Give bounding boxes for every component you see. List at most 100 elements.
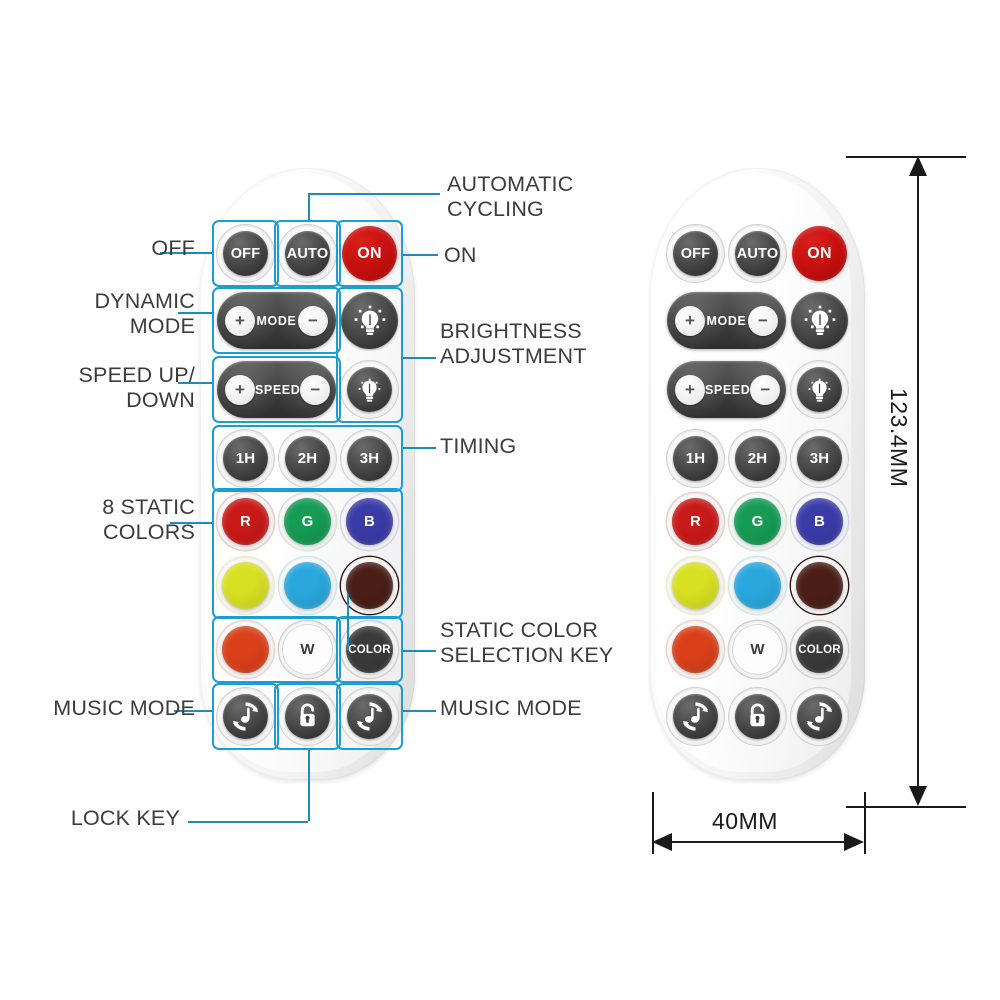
label-8-static-colors: 8 STATIC COLORS	[102, 495, 195, 544]
auto-button-cap: AUTO	[285, 231, 330, 276]
dim-height-arrow-bottom	[909, 786, 927, 806]
speed-pill-minus[interactable]: −	[300, 374, 331, 405]
music-mode-right-button	[791, 688, 848, 745]
timer-1h-button[interactable]: 1H	[217, 430, 274, 487]
color-yellow-green-button[interactable]	[217, 557, 274, 614]
auto-button[interactable]: AUTO	[279, 225, 336, 282]
dim-width-text: 40MM	[712, 808, 778, 834]
brightness-down-button-cap	[797, 367, 842, 412]
color-orange-red-button[interactable]	[217, 621, 274, 678]
color-blue-button-cap: B	[346, 498, 393, 545]
color-blue-button[interactable]: B	[341, 493, 398, 550]
music-mode-right-button-cap	[797, 694, 842, 739]
auto-button: AUTO	[729, 225, 786, 282]
color-white-button[interactable]: W	[279, 621, 336, 678]
color-selection-button[interactable]: COLOR	[341, 621, 398, 678]
label-automatic-cycling: AUTOMATIC CYCLING	[447, 172, 574, 221]
dim-width-arrow-left	[652, 833, 672, 851]
dim-height-text: 123.4MM	[886, 388, 912, 488]
bulb-bright-icon	[804, 305, 835, 335]
speed-pill[interactable]: +SPEED−	[217, 361, 336, 418]
dim-width-line	[662, 841, 854, 843]
color-dark-brown-button[interactable]	[341, 557, 398, 614]
mode-pill-minus: −	[748, 305, 778, 336]
leader-auto-v	[307, 193, 310, 220]
color-green-button-cap: G	[284, 498, 331, 545]
music-mode-right-button[interactable]	[341, 688, 398, 745]
color-dark-brown-button-cap	[796, 562, 843, 609]
timer-3h-button[interactable]: 3H	[341, 430, 398, 487]
speed-pill-plus[interactable]: +	[225, 374, 255, 405]
timer-1h-button: 1H	[667, 430, 724, 487]
lock-icon	[300, 703, 315, 727]
leader-dynamic-mode	[178, 312, 212, 315]
brightness-down-button[interactable]	[341, 361, 398, 418]
color-orange-red-button	[667, 621, 724, 678]
music-cycle-icon	[682, 702, 709, 731]
label-off: OFF	[151, 236, 195, 260]
leader-speed	[178, 382, 212, 385]
color-dark-brown-button	[791, 557, 848, 614]
color-red-button-cap: R	[672, 498, 719, 545]
leader-on	[403, 254, 438, 257]
mode-pill-label: MODE	[706, 313, 747, 328]
music-mode-left-button-cap	[223, 694, 268, 739]
dim-ext-line-left	[652, 792, 654, 854]
off-button[interactable]: OFF	[217, 225, 274, 282]
color-cyan-button-cap	[284, 562, 331, 609]
timer-1h-button-cap: 1H	[223, 436, 268, 481]
color-cyan-button[interactable]	[279, 557, 336, 614]
bulb-bright-icon	[354, 305, 385, 335]
on-button[interactable]: ON	[342, 226, 397, 281]
color-red-button: R	[667, 493, 724, 550]
mode-pill-label: MODE	[256, 313, 297, 328]
off-button-cap: OFF	[673, 231, 718, 276]
music-cycle-icon	[356, 702, 383, 731]
color-green-button: G	[729, 493, 786, 550]
dim-height-line	[917, 166, 919, 798]
color-cyan-button-cap	[734, 562, 781, 609]
color-red-button[interactable]: R	[217, 493, 274, 550]
timer-2h-button-cap: 2H	[735, 436, 780, 481]
music-mode-right-button-cap	[347, 694, 392, 739]
leader-color-selection-h	[403, 649, 436, 652]
dim-ext-line-bottom	[846, 806, 966, 808]
leader-static-colors	[170, 522, 212, 525]
lock-key-button	[729, 688, 786, 745]
mode-pill-plus: +	[675, 305, 705, 336]
leader-color-selection-v	[347, 594, 350, 650]
color-cyan-button	[729, 557, 786, 614]
color-selection-button-cap: COLOR	[346, 626, 393, 673]
timer-2h-button[interactable]: 2H	[279, 430, 336, 487]
speed-pill-label: SPEED	[255, 382, 301, 397]
label-lock-key: LOCK KEY	[70, 806, 180, 830]
leader-off	[160, 252, 212, 255]
dim-width-arrow-right	[844, 833, 864, 851]
mode-pill[interactable]: +MODE−	[217, 292, 336, 349]
label-music-mode-left: MUSIC MODE	[53, 696, 195, 720]
lock-key-button[interactable]	[279, 688, 336, 745]
label-music-mode-right: MUSIC MODE	[440, 696, 582, 720]
dim-ext-line-right	[864, 792, 866, 854]
color-dark-brown-button-cap	[346, 562, 393, 609]
color-blue-button-cap: B	[796, 498, 843, 545]
off-button: OFF	[667, 225, 724, 282]
music-mode-left-button[interactable]	[217, 688, 274, 745]
mode-pill-minus[interactable]: −	[298, 305, 328, 336]
color-white-button-cap: W	[732, 624, 783, 675]
speed-pill: +SPEED−	[667, 361, 786, 418]
color-white-button-cap: W	[282, 624, 333, 675]
leader-auto-h	[307, 193, 440, 196]
color-yellow-green-button-cap	[222, 562, 269, 609]
brightness-up-button[interactable]	[341, 292, 398, 349]
brightness-down-button-cap	[347, 367, 392, 412]
color-blue-button: B	[791, 493, 848, 550]
color-selection-button: COLOR	[791, 621, 848, 678]
mode-pill-plus[interactable]: +	[225, 305, 255, 336]
lock-key-button-cap	[285, 694, 330, 739]
color-orange-red-button-cap	[222, 626, 269, 673]
label-timing: TIMING	[440, 434, 517, 458]
color-green-button[interactable]: G	[279, 493, 336, 550]
timer-1h-button-cap: 1H	[673, 436, 718, 481]
speed-pill-label: SPEED	[705, 382, 751, 397]
